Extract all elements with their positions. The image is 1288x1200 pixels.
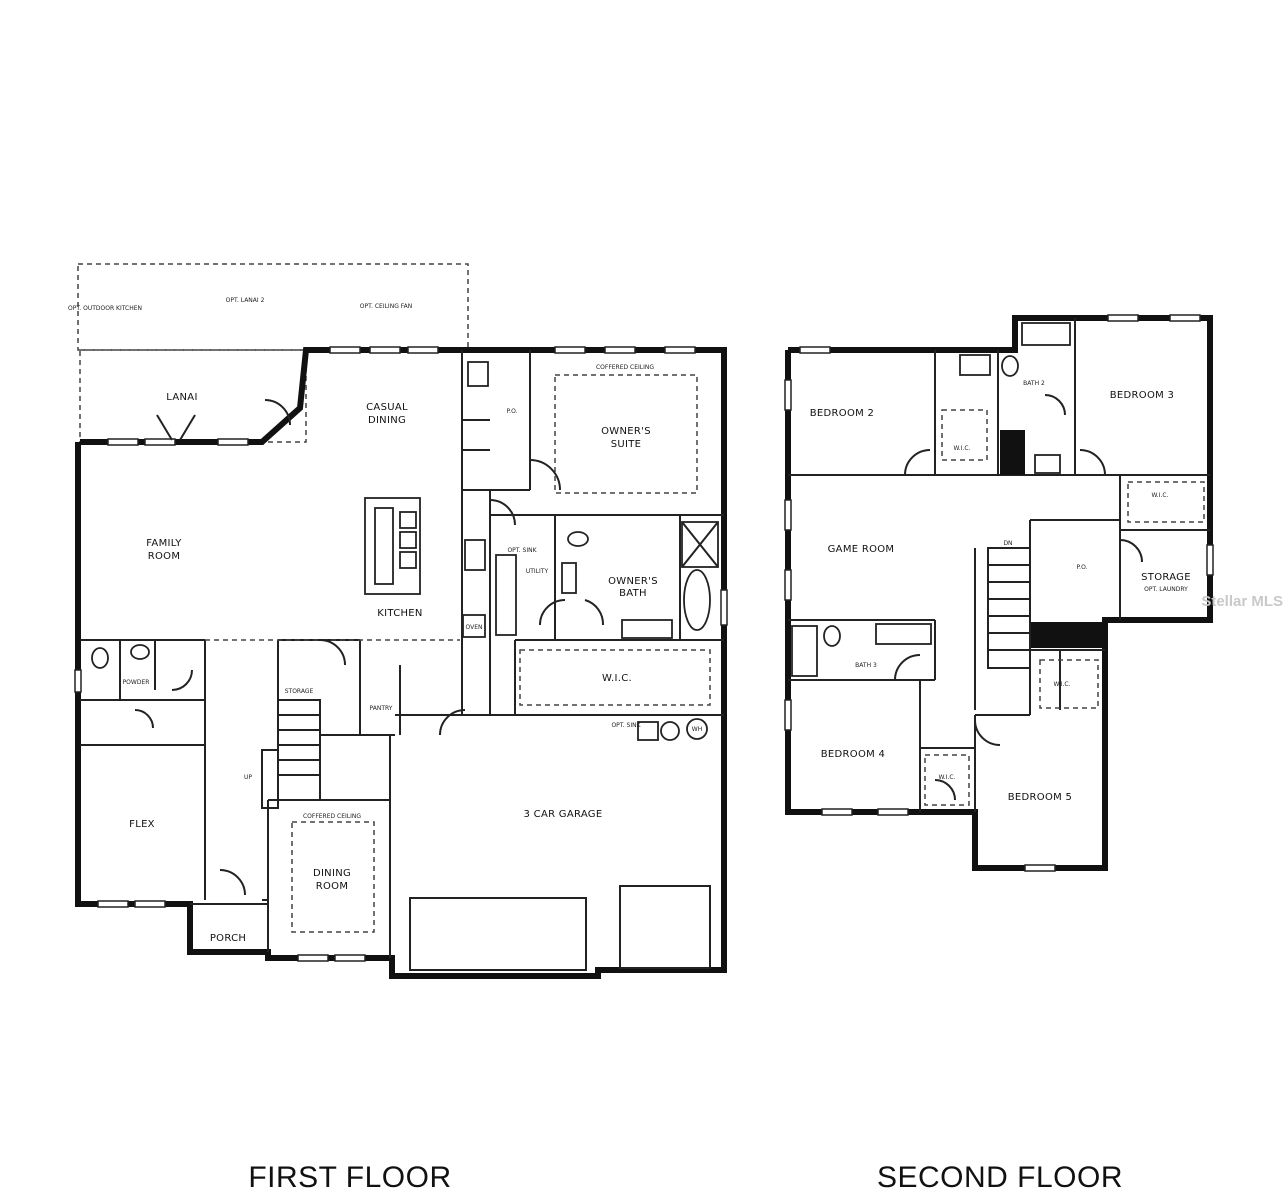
owner-bathtub [683, 569, 711, 631]
powder-toilet [91, 647, 109, 669]
storage-second-label: STORAGE [1141, 572, 1191, 583]
second-floor-plan: BEDROOM 2 BEDROOM 3 BATH 2 W.I.C. W.I.C.… [784, 314, 1214, 872]
washer-dryer [495, 554, 517, 636]
bath-3-toilet [823, 625, 841, 647]
chase-block [1000, 430, 1025, 475]
wic-4-outline [924, 754, 970, 806]
wic-3-label: W.I.C. [1054, 681, 1071, 688]
first-po-label: P.O. [507, 408, 518, 415]
bedroom-3-label: BEDROOM 3 [1110, 390, 1174, 401]
utility-label: UTILITY [526, 568, 549, 575]
chase-block-2 [1030, 622, 1105, 648]
family-room-label-1: FAMILY [146, 538, 182, 549]
bedroom-4-label: BEDROOM 4 [821, 749, 885, 760]
bath-2-label: BATH 2 [1023, 380, 1045, 387]
island-sink [374, 507, 394, 585]
owners-bath-label-2: BATH [619, 588, 647, 599]
bath-3-tub [791, 625, 818, 677]
bedroom-5-label: BEDROOM 5 [1008, 792, 1072, 803]
dining-coffered-ceiling [291, 821, 375, 933]
second-floor-interior-walls [788, 318, 1210, 812]
wic-4-label: W.I.C. [939, 774, 956, 781]
dining-room-label-1: DINING [313, 868, 351, 879]
second-floor-stairs [974, 547, 1031, 710]
bath-3-vanity [875, 623, 932, 645]
bath-2-sink [959, 354, 991, 376]
bath-2-toilet [1001, 355, 1019, 377]
owners-suite-label-1: OWNER'S [601, 426, 651, 437]
wic-2-outline [1127, 481, 1205, 523]
powder-label: POWDER [123, 679, 150, 686]
opt-outdoor-kitchen-label: OPT. OUTDOOR KITCHEN [68, 305, 142, 312]
bath-3-label: BATH 3 [855, 662, 877, 669]
owners-suite-label-2: SUITE [611, 439, 642, 450]
owner-coffered-ceiling [554, 374, 698, 494]
bath-2-tub [1021, 322, 1071, 346]
wic-3-outline [1039, 659, 1099, 709]
owners-bath-label-1: OWNER'S [608, 576, 658, 587]
first-floor-doors [134, 399, 605, 896]
first-floor-plan: OPT. LANAI 2 OPT. OUTDOOR KITCHEN OPT. C… [68, 263, 728, 979]
dining-room-label-2: ROOM [316, 881, 349, 892]
first-floor-exterior-wall [75, 347, 727, 979]
water-heater [660, 721, 680, 741]
opt-laundry-label: OPT. LAUNDRY [1144, 586, 1188, 593]
casual-dining-label-1: CASUAL [366, 402, 408, 413]
wic-1-outline [941, 409, 988, 461]
wh-label: WH [692, 726, 702, 733]
wic-2-label: W.I.C. [1152, 492, 1169, 499]
lanai-label: LANAI [166, 392, 197, 403]
second-floor-title: SECOND FLOOR [877, 1161, 1123, 1194]
owner-wic-label: W.I.C. [602, 673, 632, 684]
wh-tank [686, 718, 708, 740]
powder-sink [130, 644, 150, 660]
oven-label: OVEN [465, 624, 482, 631]
kitchen-label: KITCHEN [377, 608, 422, 619]
owner-coffered-ceiling-label: COFFERED CEILING [596, 364, 654, 371]
second-floor-windows [784, 314, 1214, 872]
game-room-label: GAME ROOM [828, 544, 895, 555]
owner-vanity [621, 619, 673, 639]
flex-label: FLEX [129, 819, 155, 830]
second-po-label: P.O. [1077, 564, 1088, 571]
first-floor-windows [74, 346, 728, 962]
opt-ceiling-fan-label: OPT. CEILING FAN [360, 303, 413, 310]
lanai-outline [79, 349, 307, 443]
bedroom-2-label: BEDROOM 2 [810, 408, 874, 419]
garage-opt-sink-label: OPT. SINK [611, 722, 641, 729]
dn-label: DN [1003, 540, 1012, 547]
wic-outline [519, 649, 711, 706]
garage-door-single [619, 885, 711, 969]
pantry-label: PANTRY [370, 705, 393, 712]
opt-lanai-2-label: OPT. LANAI 2 [226, 297, 265, 304]
opt-sink-label: OPT. SINK [507, 547, 537, 554]
porch-label: PORCH [210, 933, 246, 944]
first-floor-stairs [261, 699, 321, 809]
garage-label: 3 CAR GARAGE [524, 809, 603, 820]
wic-1-label: W.I.C. [954, 445, 971, 452]
dining-coffered-ceiling-label: COFFERED CEILING [303, 813, 361, 820]
casual-dining-label-2: DINING [368, 415, 406, 426]
storage-label: STORAGE [285, 688, 314, 695]
first-floor-title: FIRST FLOOR [248, 1161, 451, 1194]
second-floor-exterior-wall [785, 315, 1213, 871]
second-floor-doors [894, 394, 1143, 801]
family-room-label-2: ROOM [148, 551, 181, 562]
watermark-text: Stellar MLS [1201, 593, 1283, 610]
owner-toilet [567, 531, 589, 547]
up-label: UP [244, 774, 252, 781]
garage-door-double [409, 897, 587, 971]
